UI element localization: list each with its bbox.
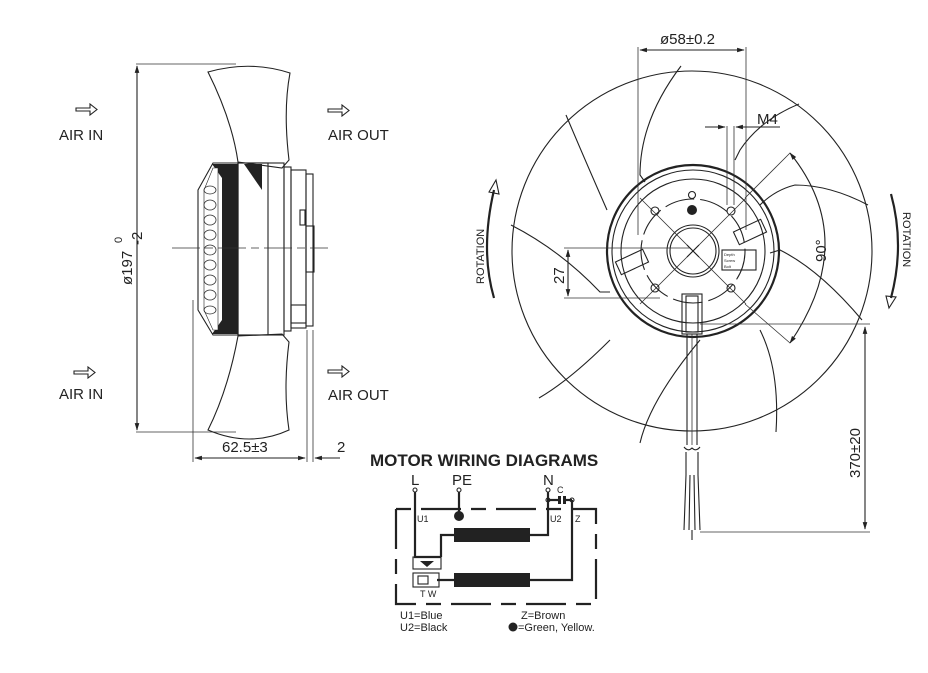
capacitor-label: C — [557, 485, 564, 495]
width-value: 62.5±3 — [222, 439, 268, 456]
air-out-arrow-bottom — [327, 364, 350, 379]
hub-center — [666, 224, 720, 278]
wiring-title: MOTOR WIRING DIAGRAMS — [370, 451, 598, 470]
legend-z: Z=Brown — [521, 610, 565, 622]
air-in-arrow-bottom — [73, 365, 96, 380]
angle-value: 90° — [813, 239, 830, 262]
legend-pe: =Green, Yellow. — [518, 622, 595, 634]
thread-value: M4 — [757, 111, 778, 128]
diameter-tol-lower: -2 — [129, 232, 146, 245]
terminal-pe: PE — [452, 472, 472, 489]
rotation-label-right: ROTATION — [900, 212, 912, 267]
wiring-diagram: MOTOR WIRING DIAGRAMS L PE N C U1 U2 Z — [370, 451, 598, 634]
air-in-arrow-top — [75, 102, 98, 117]
label-z: Z — [575, 514, 581, 524]
rotation-arrow-left — [485, 189, 496, 299]
ground-legend-icon — [508, 622, 518, 632]
diameter-tol-upper: 0 — [113, 237, 125, 243]
winding-aux — [454, 573, 530, 587]
thermal-protector — [412, 556, 442, 570]
svg-text:Depth: Depth — [724, 252, 735, 257]
winding-main — [454, 528, 530, 542]
legend-u1: U1=Blue — [400, 610, 443, 622]
terminal-n: N — [543, 472, 554, 489]
bolt-holes — [650, 190, 736, 293]
offset-27-value: 27 — [551, 267, 568, 284]
rotation-label-left: ROTATION — [475, 229, 487, 284]
air-out-label-top: AIR OUT — [328, 127, 389, 144]
front-view: Depth Screw Bolt ø58±0.2 M4 — [475, 31, 912, 540]
label-u2: U2 — [550, 514, 562, 524]
svg-text:Bolt: Bolt — [724, 264, 732, 269]
air-in-label-top: AIR IN — [59, 127, 103, 144]
motor-hub-side — [197, 162, 315, 336]
angle-arc — [789, 152, 826, 344]
air-out-label-bottom: AIR OUT — [328, 387, 389, 404]
blade-top — [207, 65, 291, 169]
terminal-l: L — [411, 472, 419, 489]
legend-u2: U2=Black — [400, 622, 448, 634]
air-in-label-bottom: AIR IN — [59, 386, 103, 403]
hub-diameter-value: ø58±0.2 — [660, 31, 715, 48]
hub-outer-ring — [605, 163, 781, 339]
ground-symbol — [454, 511, 464, 521]
blade-bottom — [207, 333, 290, 440]
side-view: AIR IN AIR IN AIR OUT AIR OUT ø197 0 -2 — [59, 63, 389, 462]
air-out-arrow-top — [327, 103, 350, 118]
diameter-value: ø197 — [119, 251, 136, 285]
cable — [681, 293, 703, 540]
rotation-arrow-right — [889, 193, 900, 299]
offset-value: 2 — [337, 439, 345, 456]
cable-length-value: 370±20 — [847, 428, 864, 478]
label-tw: T W — [420, 589, 437, 599]
label-plate — [721, 249, 757, 271]
label-u1: U1 — [417, 514, 429, 524]
svg-text:Screw: Screw — [724, 258, 735, 263]
blades-front — [510, 65, 869, 444]
